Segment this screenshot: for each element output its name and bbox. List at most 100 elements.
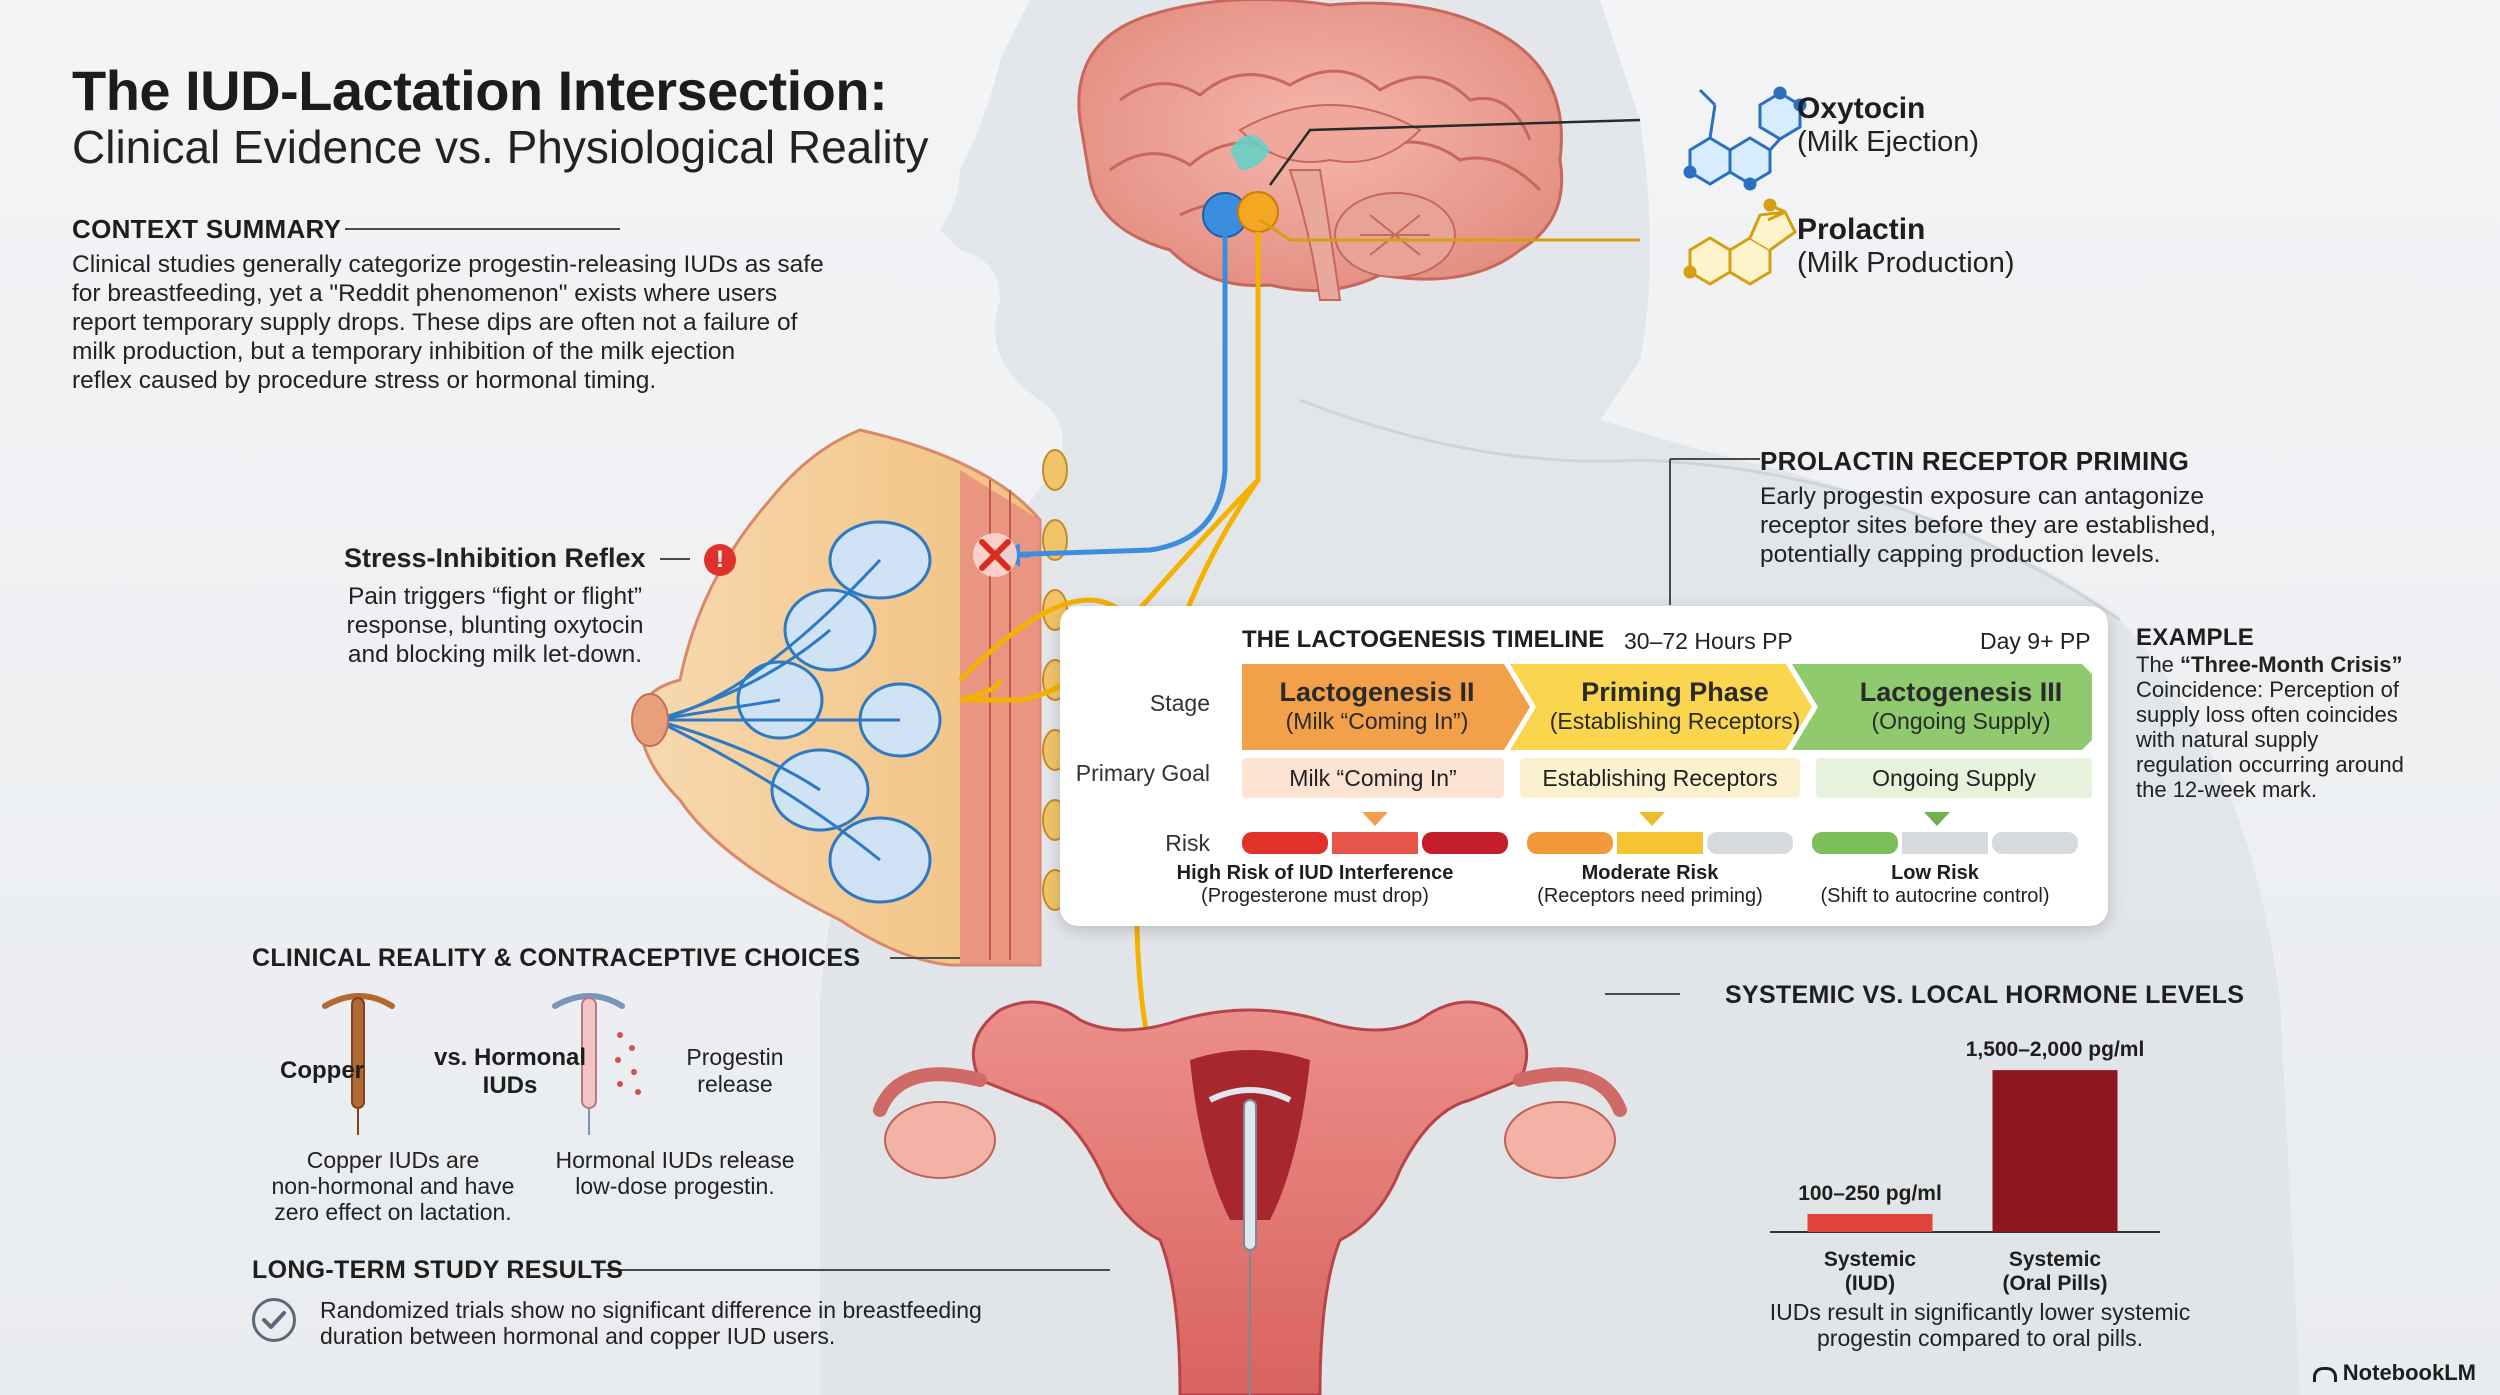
longterm-line: Randomized trials show no significant di…: [320, 1297, 982, 1323]
goal-priming-phase: Establishing Receptors: [1520, 758, 1800, 798]
bar-category-label: (IUD): [1845, 1272, 1895, 1295]
page-subtitle: Clinical Evidence vs. Physiological Real…: [72, 121, 929, 173]
stage-name: Lactogenesis III: [1859, 677, 2063, 707]
prolactin-role: (Milk Production): [1797, 247, 2015, 279]
stress-reflex-heading: Stress-Inhibition Reflex: [344, 543, 646, 573]
receptor-line: Early progestin exposure can antagonize: [1760, 483, 2205, 510]
hormone-bar: [1807, 1214, 1933, 1232]
risk-segment: [1527, 832, 1613, 854]
clinical-heading: CLINICAL REALITY & CONTRACEPTIVE CHOICES: [252, 944, 861, 972]
progestin-dots: [615, 1032, 641, 1095]
longterm-heading: LONG-TERM STUDY RESULTS: [252, 1256, 624, 1284]
prolactin-molecule-icon: [1683, 198, 1797, 286]
risk-name: Moderate Risk: [1581, 862, 1719, 884]
risk-segment: [1992, 832, 2078, 854]
context-line: milk production, but a temporary inhibit…: [72, 338, 736, 365]
timeline-title: THE LACTOGENESIS TIMELINE: [1242, 626, 1605, 653]
risk-pointer-3: [1924, 812, 1950, 826]
systemic-caption-line: progestin compared to oral pills.: [1817, 1325, 2143, 1351]
risk-segment: [1617, 832, 1703, 854]
risk-segment: [1332, 832, 1418, 854]
risk-segment: [1812, 832, 1898, 854]
context-line: Clinical studies generally categorize pr…: [72, 251, 824, 278]
copper-iud-icon: [322, 993, 395, 1135]
lactogenesis-timeline-card: THE LACTOGENESIS TIMELINE 30–72 Hours PP…: [1060, 606, 2108, 926]
risk-bars: [1242, 832, 2078, 854]
oxytocin-molecule-icon: [1683, 86, 1807, 191]
context-line: report temporary supply drops. These dip…: [72, 309, 798, 336]
risk-name: High Risk of IUD Interference: [1176, 862, 1454, 884]
iud-comparison-graphic: [322, 993, 641, 1135]
hormonal-description: Hormonal IUDs release low-dose progestin…: [540, 1147, 810, 1199]
goal-lactogenesis-ii: Milk “Coming In”: [1242, 758, 1504, 798]
example-line: with natural supply: [2136, 727, 2319, 752]
bar-value-label: 1,500–2,000 pg/ml: [1966, 1038, 2145, 1061]
timeline-time-1: 30–72 Hours PP: [1624, 628, 1793, 654]
context-body: Clinical studies generally categorize pr…: [72, 250, 972, 395]
longterm-line: duration between hormonal and copper IUD…: [320, 1323, 836, 1349]
prolactin-label: Prolactin (Milk Production): [1797, 213, 2015, 280]
example-title-line: The “Three-Month Crisis”: [2136, 652, 2476, 677]
stress-reflex-body: Pain triggers “fight or flight” response…: [330, 582, 660, 669]
risk-sub: (Progesterone must drop): [1201, 885, 1429, 907]
systemic-caption-line: IUDs result in significantly lower syste…: [1769, 1299, 2191, 1325]
stage-sub: (Milk “Coming In”): [1285, 708, 1469, 734]
receptor-priming-body: Early progestin exposure can antagonize …: [1760, 482, 2320, 569]
systemic-heading: SYSTEMIC VS. LOCAL HORMONE LEVELS: [1725, 981, 2245, 1009]
prolactin-name: Prolactin: [1797, 213, 1926, 246]
progestin-release-label: Progestin release: [686, 1044, 784, 1097]
stage-chevron-2: [1510, 664, 1812, 750]
oxytocin-name: Oxytocin: [1797, 92, 1926, 125]
stage-chevron-3: [1792, 664, 2092, 750]
row-label-goal: Primary Goal: [1075, 760, 1210, 786]
risk-name: Low Risk: [1891, 862, 1979, 884]
risk-segment: [1707, 832, 1793, 854]
brain-illustration: [1077, 0, 1564, 301]
example-heading: EXAMPLE: [2136, 624, 2255, 651]
receptor-priming-heading: PROLACTIN RECEPTOR PRIMING: [1760, 446, 2190, 476]
copper-description: Copper IUDs are non-hormonal and have ze…: [248, 1147, 538, 1225]
checkmark-icon: [252, 1298, 296, 1342]
context-heading: CONTEXT SUMMARY: [72, 214, 342, 244]
bar-category-label: Systemic: [1824, 1248, 1917, 1271]
copper-line: Copper IUDs are: [306, 1147, 480, 1173]
leader-lines: [345, 228, 1760, 1271]
risk-pointer-1: [1362, 812, 1388, 826]
example-intro: The: [2136, 652, 2181, 677]
row-label-risk: Risk: [1165, 830, 1210, 856]
warning-icon: !: [704, 544, 736, 576]
risk-segment: [1422, 832, 1508, 854]
hormonal-line: Hormonal IUDs release: [555, 1147, 795, 1173]
example-line: Coincidence: Perception of: [2136, 677, 2399, 702]
example-line: supply loss often coincides: [2136, 702, 2398, 727]
hormonal-line: low-dose progestin.: [575, 1173, 775, 1199]
row-label-stage: Stage: [1149, 690, 1210, 716]
risk-label-moderate: Moderate Risk (Receptors need priming): [1505, 862, 1795, 908]
risk-segment: [1242, 832, 1328, 854]
risk-pointer-2: [1639, 812, 1665, 826]
stage-lactogenesis-ii: Lactogenesis II (Milk “Coming In”): [1242, 664, 1512, 748]
bar-value-label: 100–250 pg/ml: [1798, 1182, 1942, 1205]
brand-logo: NotebookLM: [2312, 1360, 2476, 1386]
oxytocin-role: (Milk Ejection): [1797, 126, 1980, 158]
stress-line: and blocking milk let-down.: [347, 641, 643, 668]
risk-sub: (Shift to autocrine control): [1820, 885, 2050, 907]
breast-illustration: [631, 428, 1068, 967]
page-title: The IUD-Lactation Intersection:: [72, 59, 888, 122]
stage-chevron-1: [1242, 664, 1530, 750]
uterus-illustration: [873, 1000, 1627, 1395]
bar-category-label: (Oral Pills): [2002, 1272, 2107, 1295]
context-line: reflex caused by procedure stress or hor…: [72, 367, 657, 394]
stage-chevrons: [1242, 664, 2092, 750]
stress-line: response, blunting oxytocin: [346, 612, 644, 639]
stage-lactogenesis-iii: Lactogenesis III (Ongoing Supply): [1830, 664, 2092, 748]
stage-priming-phase: Priming Phase (Establishing Receptors): [1540, 664, 1810, 748]
receptor-line: potentially capping production levels.: [1760, 541, 2161, 568]
risk-label-high: High Risk of IUD Interference (Progester…: [1170, 862, 1460, 908]
systemic-caption: IUDs result in significantly lower syste…: [1700, 1299, 2260, 1351]
brand-name: NotebookLM: [2342, 1360, 2476, 1385]
example-emphasis: “Three-Month Crisis”: [2180, 652, 2403, 677]
hormonal-iud-icon: [552, 993, 625, 1135]
copper-label: Copper: [280, 1057, 364, 1084]
